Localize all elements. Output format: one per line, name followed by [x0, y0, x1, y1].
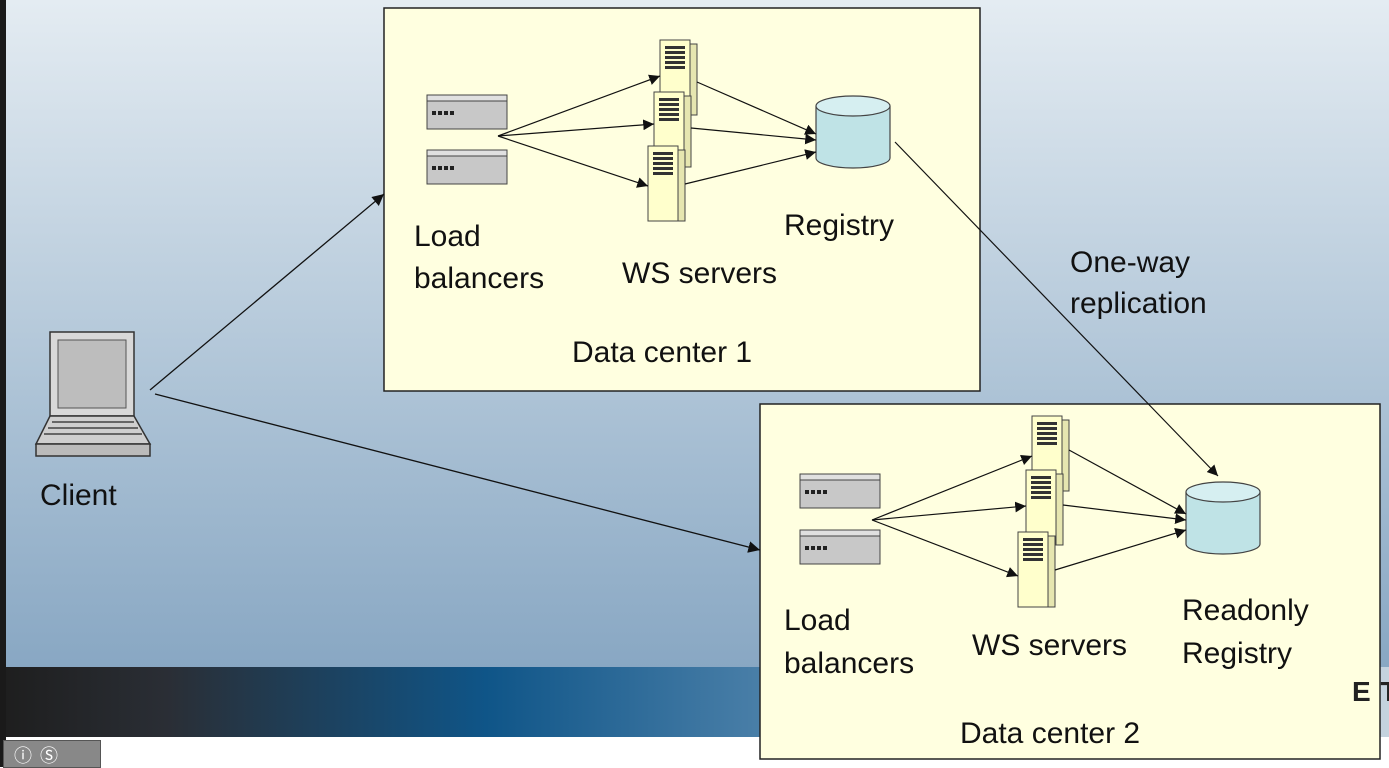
dc2-registry-label-line2: Registry — [1182, 637, 1293, 670]
brand-logo-fragment: E T — [1352, 676, 1389, 720]
server-icon — [1017, 531, 1056, 608]
dc1-registry-label: Registry — [784, 209, 895, 242]
cc-sa-icon: Ⓢ — [40, 746, 58, 767]
dc1-ws-servers-label: WS servers — [622, 257, 778, 290]
registry-database-icon — [815, 95, 891, 169]
load-balancer-icon — [426, 94, 508, 130]
brand-text: E T — [1352, 676, 1389, 707]
dc2-load-balancers-label-line1: Load — [784, 604, 851, 637]
replication-arrow — [894, 141, 1219, 477]
laptop-icon — [34, 331, 152, 457]
replication-label-line2: replication — [1070, 287, 1207, 320]
readonly-registry-database-icon — [1185, 481, 1261, 555]
dc2-load-balancers-label-line2: balancers — [784, 647, 915, 680]
cc-license-badge: ⓘ Ⓢ — [3, 740, 101, 768]
dc2-ws-servers-label: WS servers — [972, 629, 1128, 662]
dc1-load-balancers-label-line2: balancers — [414, 262, 545, 295]
client-to-dc2-arrow — [154, 393, 761, 553]
load-balancer-icon — [799, 529, 881, 565]
dc1-caption: Data center 1 — [572, 336, 753, 369]
client-to-dc1-arrow — [149, 193, 385, 391]
server-icon — [647, 145, 686, 222]
dc2-caption: Data center 2 — [960, 717, 1141, 750]
dc1-load-balancers-label-line1: Load — [414, 220, 481, 253]
cc-by-icon: ⓘ — [14, 746, 32, 767]
load-balancer-icon — [799, 473, 881, 509]
replication-label-line1: One-way — [1070, 246, 1191, 279]
load-balancer-icon — [426, 149, 508, 185]
dc2-registry-label-line1: Readonly — [1182, 594, 1309, 627]
client-label: Client — [40, 479, 117, 512]
data-center-2-box — [759, 403, 1381, 760]
